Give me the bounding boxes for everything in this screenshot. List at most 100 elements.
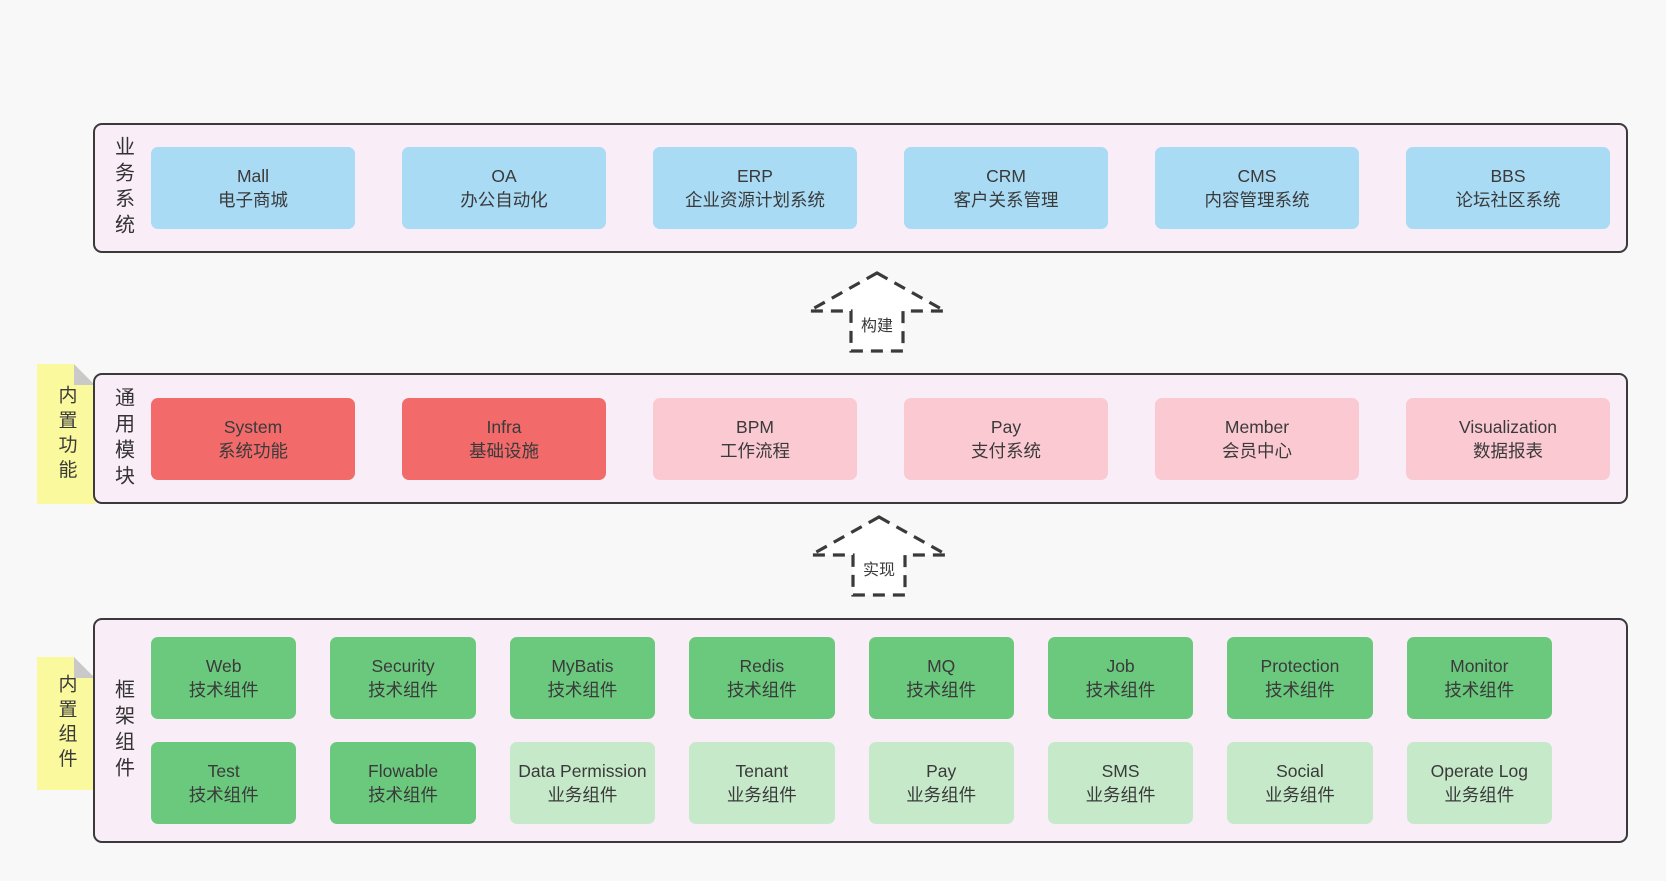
note-label: 内置组件	[55, 674, 77, 773]
box-title: Mall	[236, 166, 270, 186]
box-title: Security	[371, 656, 435, 676]
build-arrow-icon: 构建	[804, 270, 950, 354]
layer-business-systems: 业务系统 Mall 电子商城 OA 办公自动化 ERP 企业资源计划系统 CRM…	[93, 123, 1628, 253]
box-title: Data Permission	[518, 761, 647, 781]
box-row: Mall 电子商城 OA 办公自动化 ERP 企业资源计划系统 CRM 客户关系…	[151, 147, 1610, 229]
box-subtitle: 企业资源计划系统	[685, 190, 825, 210]
box-subtitle: 技术组件	[906, 680, 977, 700]
box-data-permission: Data Permission 业务组件	[509, 742, 656, 824]
box-tenant: Tenant 业务组件	[689, 742, 835, 824]
box-row: Test 技术组件 Flowable 技术组件 Data Permission …	[151, 742, 1610, 824]
box-test: Test 技术组件	[151, 742, 297, 824]
note-fold-corner	[74, 657, 95, 678]
layer-framework-components: 框架组件 Web 技术组件 Security 技术组件 MyBatis 技术组件…	[93, 618, 1628, 843]
box-flowable: Flowable 技术组件	[330, 742, 476, 824]
box-subtitle: 数据报表	[1473, 440, 1543, 461]
layer-content: Web 技术组件 Security 技术组件 MyBatis 技术组件 Redi…	[151, 620, 1626, 841]
box-title: Infra	[486, 416, 522, 437]
box-subtitle: 技术组件	[726, 680, 797, 700]
box-subtitle: 会员中心	[1222, 440, 1292, 461]
box-web: Web 技术组件	[151, 637, 297, 719]
box-row: Web 技术组件 Security 技术组件 MyBatis 技术组件 Redi…	[151, 637, 1610, 719]
box-bpm: BPM 工作流程	[653, 397, 857, 480]
box-subtitle: 业务组件	[547, 785, 618, 805]
box-oa: OA 办公自动化	[402, 147, 606, 229]
sticky-note-built-in-components: 内置组件	[37, 657, 95, 790]
box-title: Social	[1276, 761, 1324, 781]
arrow-label-build: 构建	[858, 312, 896, 336]
box-title: Job	[1106, 656, 1135, 676]
box-subtitle: 业务组件	[1264, 785, 1335, 805]
box-subtitle: 客户关系管理	[953, 190, 1059, 210]
layer-label-common-modules: 通用模块	[95, 375, 151, 502]
layer-content: Mall 电子商城 OA 办公自动化 ERP 企业资源计划系统 CRM 客户关系…	[151, 125, 1626, 251]
box-title: SMS	[1101, 761, 1140, 781]
note-fold-corner	[74, 364, 95, 385]
box-title: ERP	[737, 166, 773, 186]
box-title: MQ	[927, 656, 956, 676]
box-subtitle: 电子商城	[218, 190, 288, 210]
layer-label-business-systems: 业务系统	[95, 125, 151, 251]
box-subtitle: 工作流程	[720, 440, 790, 461]
box-title: Monitor	[1450, 656, 1509, 676]
box-redis: Redis 技术组件	[689, 637, 835, 719]
box-erp: ERP 企业资源计划系统	[653, 147, 857, 229]
box-title: Pay	[990, 416, 1022, 437]
layer-label-framework-components: 框架组件	[95, 620, 151, 841]
box-title: CRM	[986, 166, 1026, 186]
box-mall: Mall 电子商城	[151, 147, 355, 229]
box-subtitle: 内容管理系统	[1204, 190, 1310, 210]
box-title: Visualization	[1459, 416, 1557, 437]
box-title: OA	[491, 166, 517, 186]
box-subtitle: 技术组件	[368, 785, 439, 805]
box-subtitle: 支付系统	[971, 440, 1041, 461]
box-subtitle: 技术组件	[1444, 680, 1515, 700]
box-visualization: Visualization 数据报表	[1406, 397, 1610, 480]
layer-content: System 系统功能 Infra 基础设施 BPM 工作流程 Pay 支付系统…	[151, 375, 1626, 502]
box-subtitle: 技术组件	[547, 680, 618, 700]
layer-label-text: 业务系统	[111, 136, 134, 240]
box-infra: Infra 基础设施	[402, 397, 606, 480]
box-pay-biz: Pay 业务组件	[868, 742, 1014, 824]
box-title: Web	[205, 656, 242, 676]
box-title: BBS	[1490, 166, 1526, 186]
box-subtitle: 系统功能	[218, 440, 288, 461]
box-title: Test	[207, 761, 240, 781]
layer-common-modules: 通用模块 System 系统功能 Infra 基础设施 BPM 工作流程 Pay…	[93, 373, 1628, 504]
box-subtitle: 业务组件	[726, 785, 797, 805]
box-subtitle: 业务组件	[1085, 785, 1156, 805]
layer-label-text: 通用模块	[111, 386, 134, 491]
box-subtitle: 技术组件	[1085, 680, 1156, 700]
box-title: BPM	[736, 416, 774, 437]
box-title: Flowable	[368, 761, 439, 781]
box-subtitle: 技术组件	[188, 785, 259, 805]
box-title: CMS	[1237, 166, 1277, 186]
box-security: Security 技术组件	[330, 637, 476, 719]
box-subtitle: 技术组件	[368, 680, 439, 700]
box-subtitle: 论坛社区系统	[1455, 190, 1561, 210]
box-social: Social 业务组件	[1227, 742, 1373, 824]
layer-label-text: 框架组件	[111, 678, 134, 783]
box-member: Member 会员中心	[1155, 397, 1359, 480]
sticky-note-built-in-features: 内置功能	[37, 364, 95, 504]
box-row: System 系统功能 Infra 基础设施 BPM 工作流程 Pay 支付系统…	[151, 397, 1610, 480]
box-title: Pay	[926, 761, 957, 781]
implement-arrow-icon: 实现	[806, 514, 952, 598]
box-title: System	[223, 416, 283, 437]
box-bbs: BBS 论坛社区系统	[1406, 147, 1610, 229]
box-title: Operate Log	[1430, 761, 1528, 781]
box-title: Member	[1224, 416, 1290, 437]
note-label: 内置功能	[55, 384, 77, 484]
box-crm: CRM 客户关系管理	[904, 147, 1108, 229]
arrow-label-implement: 实现	[860, 556, 898, 580]
box-subtitle: 技术组件	[188, 680, 259, 700]
box-subtitle: 技术组件	[1264, 680, 1335, 700]
box-subtitle: 办公自动化	[460, 190, 548, 210]
box-subtitle: 业务组件	[1444, 785, 1515, 805]
box-monitor: Monitor 技术组件	[1406, 637, 1552, 719]
box-protection: Protection 技术组件	[1227, 637, 1373, 719]
box-operate-log: Operate Log 业务组件	[1406, 742, 1552, 824]
box-title: MyBatis	[551, 656, 614, 676]
box-title: Redis	[739, 656, 785, 676]
box-mybatis: MyBatis 技术组件	[509, 637, 656, 719]
